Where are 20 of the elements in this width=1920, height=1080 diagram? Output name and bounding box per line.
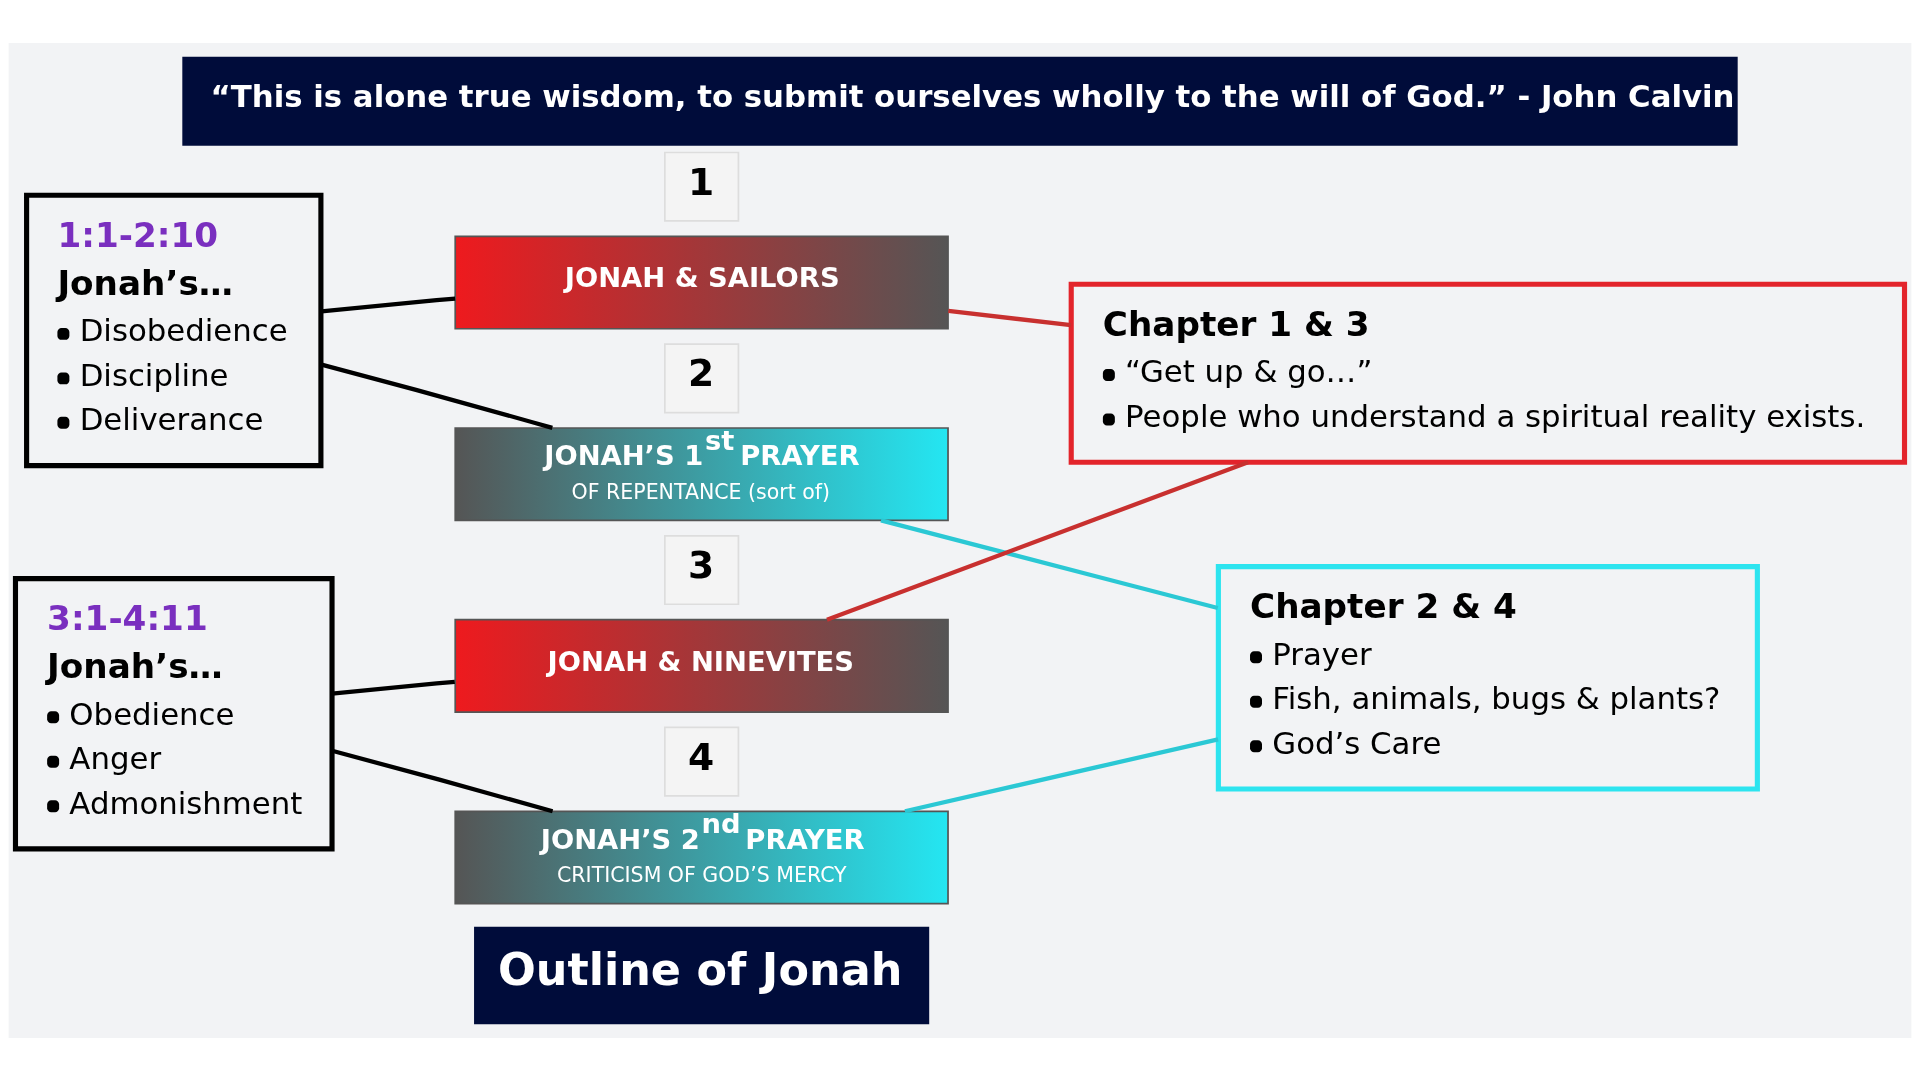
node-box: 4 <box>664 726 740 797</box>
node-box: Chapter 1 & 3 “Get up & go…” People who understand a spiritual reality exists. <box>1068 281 1908 465</box>
connector <box>904 736 1219 813</box>
node-box: 1:1-2:10 Jonah’s… Disobedience Discipline Deliverance <box>24 192 324 468</box>
connector <box>880 517 1219 610</box>
node-box: JONAH & NINEVITES <box>454 618 949 713</box>
connector <box>331 748 554 813</box>
connector <box>331 679 455 696</box>
node-box: 3 <box>664 534 740 605</box>
node-box: Chapter 2 & 4 Prayer Fish, animals, bugs & plants? God’s Care <box>1215 563 1760 792</box>
connector <box>948 308 1072 327</box>
node-box: 3:1-4:11 Jonah’s… Obedience Anger Admonishment <box>12 575 335 851</box>
caption: Outline of Jonah <box>498 943 903 995</box>
node-box: 2 <box>664 342 740 413</box>
diagram-title: “This is alone true wisdom, to submit ourselves wholly to the will of God.” - John Calvin <box>210 77 1735 114</box>
connector <box>826 459 1249 622</box>
connector <box>321 295 456 313</box>
node-box: JONAH & SAILORS <box>454 235 949 330</box>
node-box: 1 <box>664 151 740 222</box>
connector <box>321 362 553 430</box>
